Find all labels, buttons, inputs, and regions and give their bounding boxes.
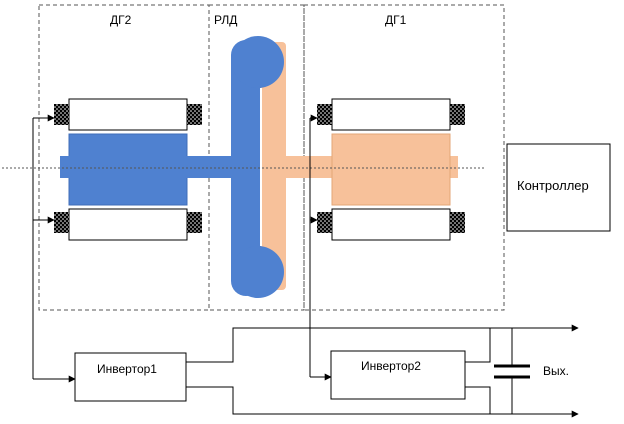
dg1-label: ДГ1 [385,13,407,27]
inverter2-label: Инвертор2 [361,359,421,373]
rld-label: РЛД [214,13,237,27]
disk-gap [260,88,262,246]
inverter1-label: Инвертор1 [97,362,157,376]
dg1-coil-top-left [317,104,332,125]
inverter2-output-bottom [465,386,491,414]
dg1-coil-bottom-left [317,212,332,233]
inverter2-output-top [465,328,491,363]
inverter1-block [74,352,187,402]
inverter1-output-bottom [186,386,490,415]
dg1-rotor [331,133,451,206]
dg1-stator-top [331,98,451,131]
dg1-coil-top-right [450,104,465,125]
inverter1-output-top [186,327,490,363]
blue-shaft [60,156,260,178]
orange-disk-half [260,42,286,290]
blue-disk-top-lobe [232,36,284,88]
dg2-label: ДГ2 [110,13,132,27]
dg2-coil-bottom-left [54,212,69,233]
inverter2-block [330,350,466,400]
controller-block [506,143,611,232]
controller-label: Контроллер [517,178,589,193]
dg2-stator-bottom [68,208,188,241]
dg2-stator-top [68,98,188,131]
dg1-stator-bottom [331,208,451,241]
dg2-coil-top-right [187,104,202,125]
dg2-coil-top-left [54,104,69,125]
output-label: Вых. [543,364,569,378]
blue-disk-bottom-lobe [232,246,284,298]
dg1-coil-bottom-right [450,212,465,233]
dg2-coil-bottom-right [187,212,202,233]
